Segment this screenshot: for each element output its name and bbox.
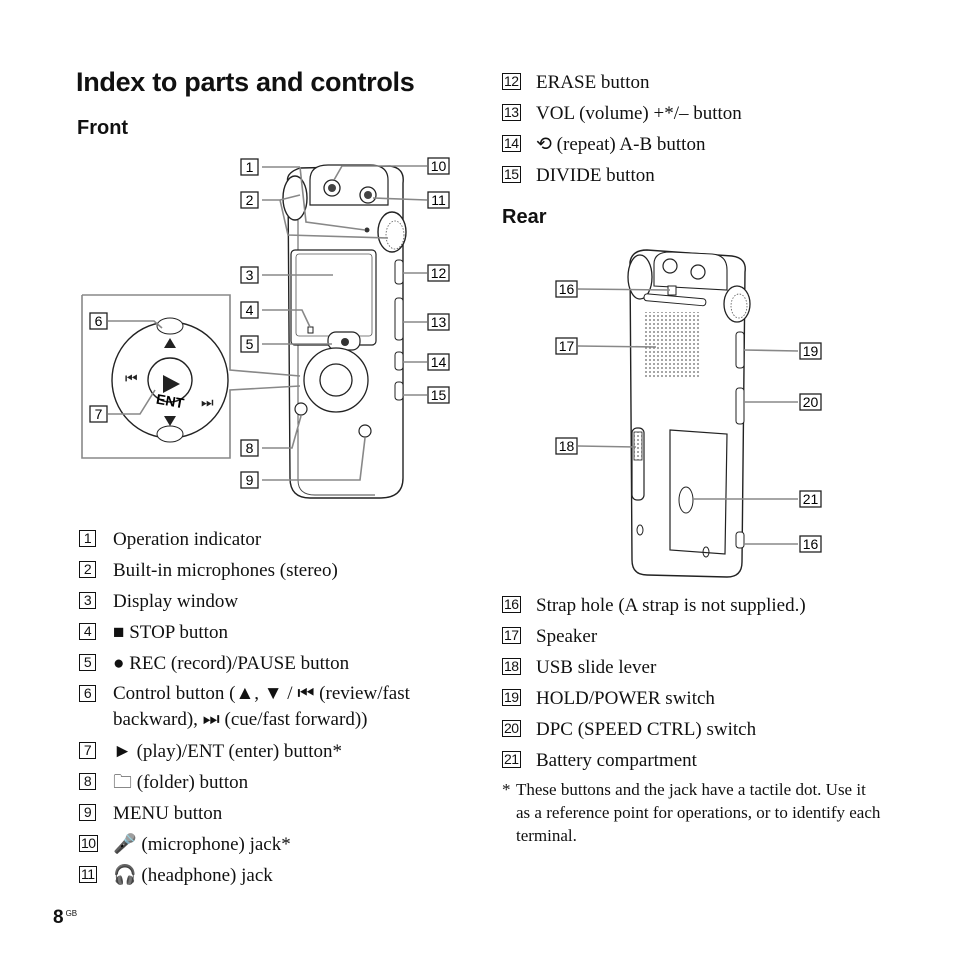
svg-text:21: 21 xyxy=(803,491,819,507)
svg-text:3: 3 xyxy=(246,267,254,283)
list-item: 4■ STOP button xyxy=(79,617,459,648)
footnote: * These buttons and the jack have a tact… xyxy=(502,778,882,847)
folder-icon: 🗀 xyxy=(113,772,133,793)
speaker-grille xyxy=(644,312,700,378)
list-item: 11🎧 (headphone) jack xyxy=(79,860,459,891)
svg-text:6: 6 xyxy=(95,313,103,329)
svg-text:16: 16 xyxy=(803,536,819,552)
svg-text:1: 1 xyxy=(246,159,254,175)
svg-text:8: 8 xyxy=(246,440,254,456)
svg-text:4: 4 xyxy=(246,302,254,318)
svg-text:11: 11 xyxy=(431,192,446,208)
front-callouts-right: 10 11 12 13 14 15 xyxy=(427,157,450,404)
svg-text:9: 9 xyxy=(246,472,254,488)
svg-text:19: 19 xyxy=(803,343,819,359)
stop-icon: ■ xyxy=(113,622,125,643)
list-item: 14⟲ (repeat) A-B button xyxy=(502,129,902,160)
svg-text:16: 16 xyxy=(559,281,575,297)
svg-text:14: 14 xyxy=(431,354,447,370)
svg-text:⏮: ⏮ xyxy=(125,370,138,386)
rear-callouts-right: 19 20 21 16 xyxy=(799,342,822,553)
record-icon: ● xyxy=(113,653,125,674)
front-callouts-left: 1 2 3 4 5 6 7 8 9 xyxy=(89,158,259,489)
svg-text:⏭: ⏭ xyxy=(201,394,214,410)
svg-text:15: 15 xyxy=(431,387,447,403)
list-item: 7► (play)/ENT (enter) button* xyxy=(79,736,459,767)
svg-text:2: 2 xyxy=(246,192,254,208)
svg-text:12: 12 xyxy=(431,265,447,281)
svg-text:13: 13 xyxy=(431,314,447,330)
rear-heading: Rear xyxy=(502,206,547,228)
svg-text:10: 10 xyxy=(431,158,447,174)
svg-text:18: 18 xyxy=(559,438,575,454)
list-item: 8🗀 (folder) button xyxy=(79,767,459,798)
footnote-mark: * xyxy=(502,780,511,799)
rear-device-illustration: 16 17 18 19 20 21 16 xyxy=(555,249,822,578)
list-item: 10🎤 (microphone) jack* xyxy=(79,829,459,860)
microphone-icon: 🎤 xyxy=(113,834,137,855)
play-icon: ► xyxy=(113,741,132,762)
front-heading: Front xyxy=(77,117,129,139)
ent-label: ENT xyxy=(155,391,186,412)
repeat-icon: ⟲ xyxy=(536,134,552,155)
svg-text:17: 17 xyxy=(559,338,575,354)
page-title: Index to parts and controls xyxy=(76,67,415,97)
headphone-icon: 🎧 xyxy=(113,865,137,886)
svg-text:20: 20 xyxy=(803,394,819,410)
list-item: 5● REC (record)/PAUSE button xyxy=(79,648,459,679)
svg-text:5: 5 xyxy=(246,336,254,352)
svg-text:7: 7 xyxy=(95,406,103,422)
rear-callouts-left: 16 17 18 xyxy=(555,280,578,455)
footnote-text: These buttons and the jack have a tactil… xyxy=(516,780,881,845)
front-device-illustration: ⏮ ⏭ ENT 1 2 3 4 5 6 7 8 9 10 11 12 13 14… xyxy=(81,157,450,499)
